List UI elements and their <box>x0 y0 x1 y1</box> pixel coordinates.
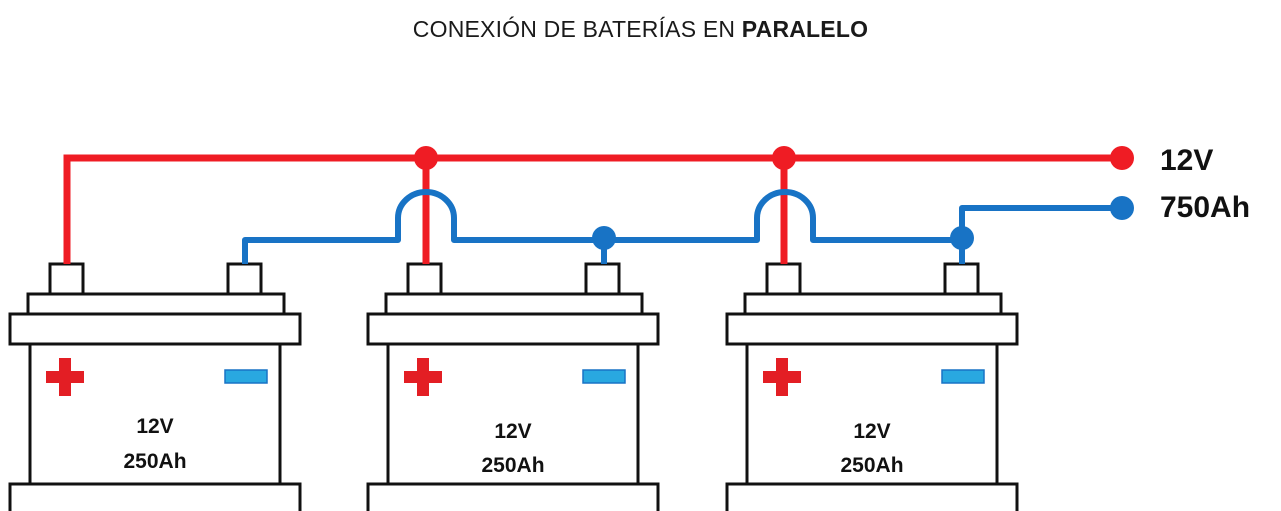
minus-sign-icon <box>582 369 626 384</box>
negative-bus-wire-b <box>604 189 965 264</box>
battery-base <box>725 482 1019 511</box>
title-emphasis: PARALELO <box>741 16 869 42</box>
positive-wiring <box>63 154 1122 264</box>
page-title: CONEXIÓN DE BATERÍAS EN PARALELO <box>0 16 1281 43</box>
battery-3: 12V 250Ah <box>725 262 1019 511</box>
battery-top-ridge <box>26 292 286 316</box>
battery-positive-terminal <box>406 262 443 296</box>
negative-wiring <box>242 189 1122 264</box>
positive-junction-dot <box>414 146 438 170</box>
battery-1: 12V 250Ah <box>8 262 302 511</box>
battery-negative-terminal <box>226 262 263 296</box>
battery-top-ridge <box>384 292 644 316</box>
output-capacity-label: 750Ah <box>1160 191 1251 224</box>
output-voltage-label: 12V <box>1160 144 1214 177</box>
battery-negative-terminal <box>584 262 621 296</box>
junction-dots <box>414 146 1134 250</box>
battery-positive-terminal <box>48 262 85 296</box>
battery-lid <box>8 312 302 346</box>
positive-junction-dot <box>772 146 796 170</box>
negative-junction-dot <box>592 226 616 250</box>
negative-junction-dot <box>950 226 974 250</box>
negative-output-dot <box>1110 196 1134 220</box>
battery-body <box>386 342 640 486</box>
battery-base <box>8 482 302 511</box>
battery-capacity-label: 250Ah <box>840 454 903 477</box>
battery-voltage-label: 12V <box>853 420 890 443</box>
plus-sign-icon <box>404 358 442 396</box>
battery-2: 12V 250Ah <box>366 262 660 511</box>
plus-sign-icon <box>46 358 84 396</box>
battery-positive-terminal <box>765 262 802 296</box>
plus-sign-icon <box>763 358 801 396</box>
battery-lid <box>366 312 660 346</box>
battery-lid <box>725 312 1019 346</box>
title-prefix: CONEXIÓN DE BATERÍAS EN <box>412 16 736 42</box>
battery-voltage-label: 12V <box>494 420 531 443</box>
positive-output-dot <box>1110 146 1134 170</box>
minus-sign-icon <box>941 369 985 384</box>
battery-capacity-label: 250Ah <box>481 454 544 477</box>
battery-voltage-label: 12V <box>136 415 173 438</box>
battery-body <box>745 342 999 486</box>
battery-capacity-label: 250Ah <box>123 450 186 473</box>
negative-output-wire <box>959 205 1122 240</box>
battery-top-ridge <box>743 292 1003 316</box>
battery-negative-terminal <box>943 262 980 296</box>
minus-sign-icon <box>224 369 268 384</box>
positive-bus-wire <box>63 154 1122 264</box>
negative-bus-wire-a <box>242 189 607 264</box>
battery-base <box>366 482 660 511</box>
